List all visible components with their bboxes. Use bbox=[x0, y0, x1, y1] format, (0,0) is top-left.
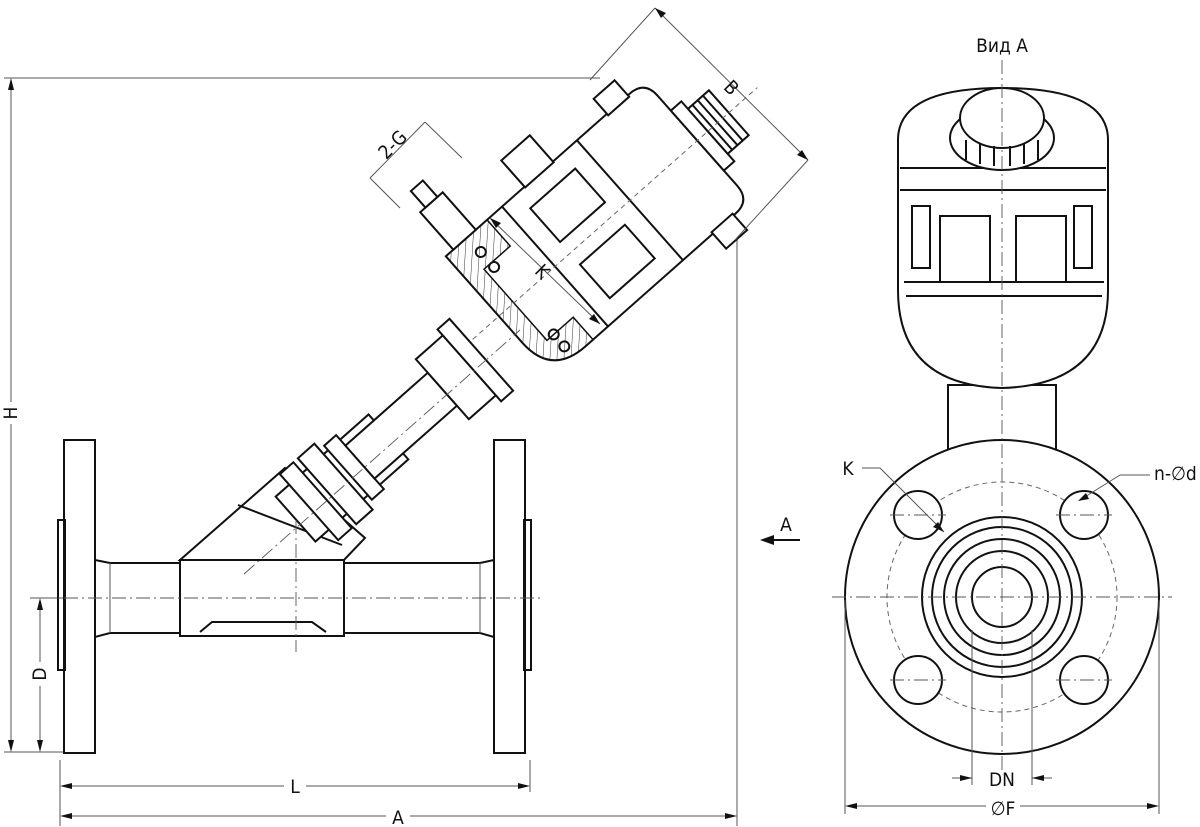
end-k-label: K bbox=[842, 458, 854, 480]
end-k-leader: K bbox=[842, 458, 945, 533]
left-flange bbox=[57, 439, 96, 754]
end-view-title: Вид А bbox=[976, 35, 1028, 57]
actuator bbox=[409, 78, 758, 362]
view-arrow-a-label: A bbox=[780, 514, 792, 536]
dim-h-label: H bbox=[0, 407, 22, 420]
side-center-lines bbox=[40, 329, 540, 652]
end-bolt-label: n-∅d bbox=[1154, 463, 1197, 485]
end-actuator bbox=[897, 86, 1109, 456]
dim-2g-label: 2-G bbox=[374, 126, 411, 163]
dim-l-label: L bbox=[290, 776, 300, 798]
view-arrow-a: A bbox=[760, 514, 800, 545]
dim-f: ∅F bbox=[844, 600, 1160, 822]
dim-a-label: A bbox=[392, 807, 404, 827]
extension-lines bbox=[4, 77, 738, 826]
end-center-lines bbox=[832, 60, 1172, 770]
dim-a: A bbox=[60, 804, 737, 827]
dim-b-label: B bbox=[719, 76, 743, 100]
dim-dn-label: DN bbox=[989, 769, 1015, 791]
right-flange bbox=[493, 439, 532, 754]
bonnet-stem bbox=[274, 317, 515, 543]
dim-d-label: D bbox=[29, 667, 51, 680]
dim-d: D bbox=[29, 598, 51, 752]
dim-f-label: ∅F bbox=[991, 798, 1016, 820]
dim-h: H bbox=[0, 78, 22, 752]
dim-dn: DN bbox=[952, 630, 1052, 791]
dim-l: L bbox=[60, 774, 530, 798]
side-view: H D L A bbox=[0, 7, 809, 827]
end-view: Вид А bbox=[832, 35, 1197, 822]
end-bolt-leader: n-∅d bbox=[1078, 463, 1197, 501]
